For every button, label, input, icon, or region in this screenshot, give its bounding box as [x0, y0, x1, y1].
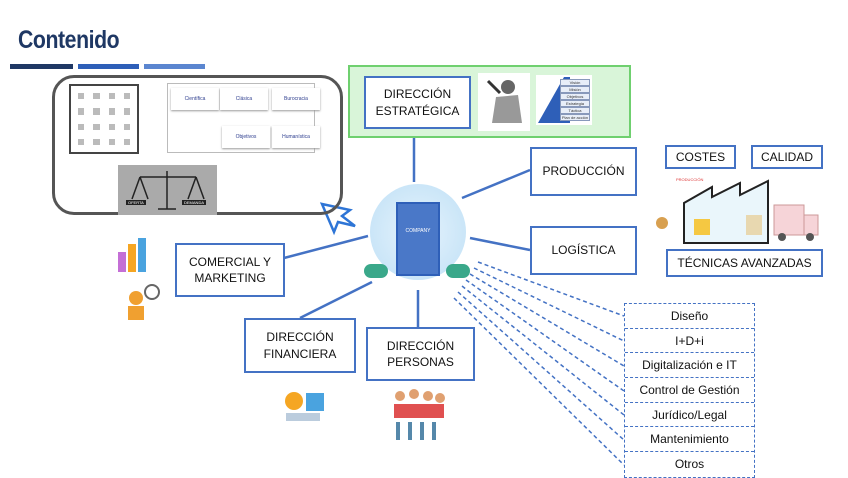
list-item-digitalizacion: Digitalización e IT	[625, 353, 754, 379]
pyramid-level: Objetivos	[560, 93, 590, 100]
strategy-pyramid-image: Visión Misión Objetivos Estrategia Tácti…	[536, 75, 592, 125]
company-building-image: COMPANY	[362, 180, 474, 288]
strategic-direction-panel: DIRECCIÓN ESTRATÉGICA Visión Misión Obje…	[348, 65, 631, 138]
pyramid-level: Plan de acción	[560, 114, 590, 121]
list-item-diseno: Diseño	[625, 304, 754, 329]
node-produccion: PRODUCCIÓN	[530, 147, 637, 196]
scale-label: OFERTA	[126, 200, 146, 205]
management-schools-flow: Científica Clásica Burocracia Humanístic…	[167, 83, 320, 153]
finance-illustration	[272, 385, 334, 427]
node-direccion-estrategica: DIRECCIÓN ESTRATÉGICA	[364, 76, 471, 129]
pyramid-level: Táctica	[560, 107, 590, 114]
strategist-figure-image	[478, 73, 530, 131]
flow-item: Humanística	[272, 126, 320, 148]
page-title: Contenido	[18, 26, 120, 54]
flow-item: Científica	[171, 88, 219, 110]
title-underline	[144, 64, 205, 69]
node-costes: COSTES	[665, 145, 736, 169]
factory-label: PRODUCCIÓN	[676, 177, 704, 182]
supply-demand-scale-image: OFERTA DEMANDA	[118, 165, 217, 215]
flow-item: Objetivos	[222, 126, 270, 148]
list-item-otros: Otros	[674, 457, 705, 472]
list-item-juridico: Jurídico/Legal	[625, 403, 754, 428]
flow-item: Clásica	[220, 88, 268, 110]
pyramid-level: Visión	[560, 79, 590, 86]
title-underline	[78, 64, 139, 69]
title-underline	[10, 64, 73, 69]
factory-process-image: PRODUCCIÓN	[650, 175, 822, 245]
pyramid-level: Misión	[560, 86, 590, 93]
people-team-illustration	[390, 386, 448, 446]
company-sign: COMPANY	[405, 228, 431, 234]
pyramid-level: Estrategia	[560, 100, 590, 107]
other-areas-list: Diseño I+D+i Digitalización e IT Control…	[624, 303, 755, 478]
list-item-control-gestion: Control de Gestión	[625, 378, 754, 403]
list-item-mantenimiento: Mantenimiento	[625, 427, 754, 453]
node-direccion-financiera: DIRECCIÓN FINANCIERA	[244, 318, 356, 373]
node-comercial-marketing: COMERCIAL Y MARKETING	[175, 243, 285, 297]
theory-summary-panel: Científica Clásica Burocracia Humanístic…	[52, 75, 343, 215]
scale-label: DEMANDA	[182, 200, 207, 205]
node-calidad: CALIDAD	[751, 145, 823, 169]
list-item-idi: I+D+i	[625, 329, 754, 354]
node-tecnicas-avanzadas: TÉCNICAS AVANZADAS	[666, 249, 823, 277]
marketing-illustration	[112, 234, 170, 324]
flow-item: Burocracia	[272, 88, 320, 110]
node-logistica: LOGÍSTICA	[530, 226, 637, 275]
buildings-icon-grid	[69, 84, 139, 154]
node-direccion-personas: DIRECCIÓN PERSONAS	[366, 327, 475, 381]
